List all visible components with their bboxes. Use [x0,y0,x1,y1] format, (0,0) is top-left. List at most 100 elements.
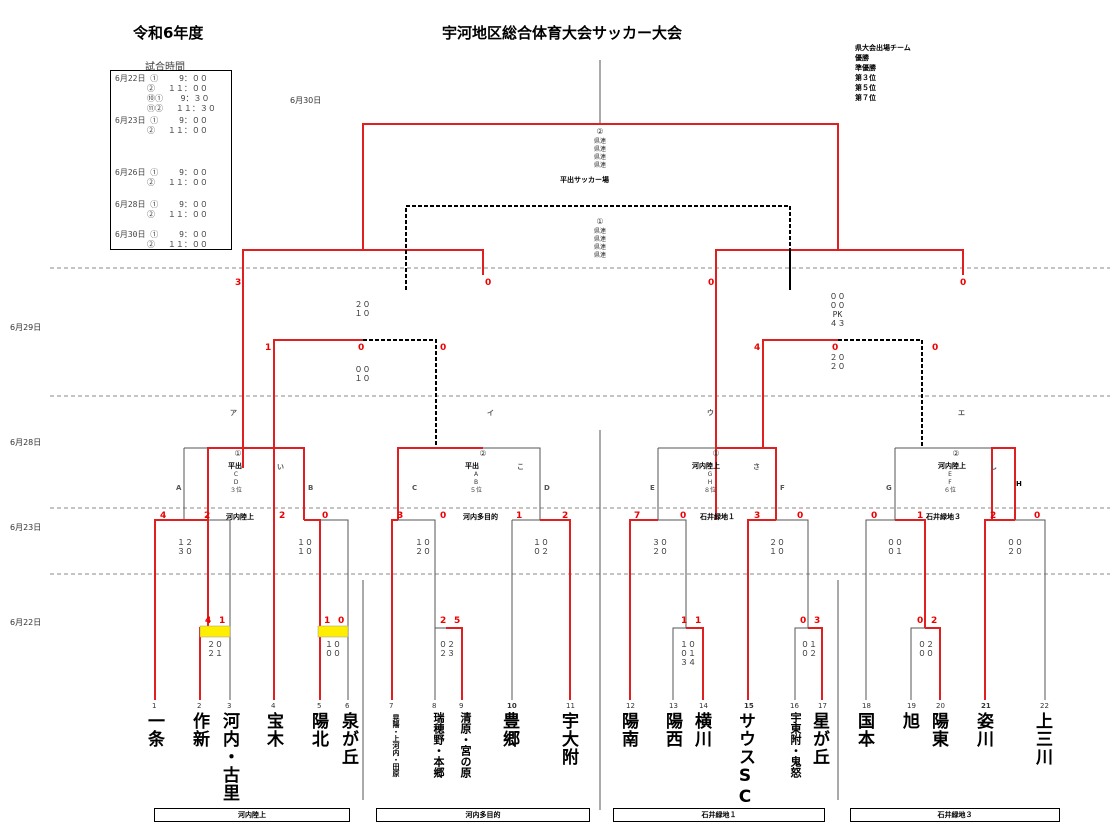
score-detail: ０２ ００ [918,640,934,658]
legend-row: 6月26日 ① 9：００ [115,168,208,177]
score: 3 [397,511,404,521]
team-number: 4 [271,702,276,710]
seat-label: E [650,484,655,492]
final-match-number: ② [596,127,604,136]
match-detail: G H ８位 [703,471,716,494]
team-name: 清原・宮の原 [459,712,472,778]
team-number: 21 [981,702,991,710]
team-name: 上三川 [1032,712,1052,766]
team-number: 19 [907,702,916,710]
key-line: 準優勝 [855,64,876,72]
team-name: 横川 [691,712,711,748]
score: 2 [562,511,569,521]
date-label: 6月29日 [10,323,42,332]
team-name: 星が丘 [809,712,829,766]
score-detail: ２０ １０ [354,300,371,318]
team-number: 15 [744,702,754,710]
score: 0 [322,511,329,521]
round2-venue: 石井緑地１ [700,513,735,521]
score-detail: ２０ １０ [769,538,785,556]
score: 0 [440,343,447,353]
final-bracket-left [242,123,600,468]
team-number: 10 [507,702,517,710]
team-name: 瑞穂野・本郷 [432,712,445,778]
legend-row: 6月30日 ① 9：００ [115,230,208,239]
seat-label: こ [517,463,524,471]
score: 4 [205,616,212,626]
team-number: 12 [626,702,635,710]
team-number: 3 [227,702,232,710]
score: 3 [754,511,761,521]
seat-label: エ [958,409,965,417]
score: 1 [219,616,226,626]
score-detail: ０２ ２３ [439,640,455,658]
third-place-bracket [405,205,791,290]
team-name: 陽北 [308,712,328,748]
score: 2 [204,511,211,521]
highlight-box [199,625,231,638]
seat-label: ウ [707,409,714,417]
legend-heading: 試合時間 [145,62,185,73]
team-number: 14 [699,702,708,710]
score: 1 [265,343,272,353]
key-line: 優勝 [855,54,869,62]
team-number: 22 [1040,702,1049,710]
legend-row: ② １１：００ [115,126,208,135]
score: 0 [708,278,715,288]
score-detail: ０１ ０２ [801,640,817,658]
seat-label: ア [230,409,237,417]
score: 1 [917,511,924,521]
seat-label: い [277,463,284,471]
key-line: 県大会出場チーム [855,44,911,52]
legend-row: 6月23日 ① 9：００ [115,116,208,125]
team-name: 陽東 [928,712,948,748]
team-name: サウスSC [735,712,755,808]
seat-label: C [412,484,418,492]
team-name: 泉が丘 [338,712,358,766]
legend-row: ⑪② １１：３０ [115,104,216,113]
match-number: ① [712,449,720,458]
seat-label: G [886,484,892,492]
team-name: 宝木 [263,712,283,748]
match-venue: 平出 [465,462,479,470]
team-number: 1 [152,702,157,710]
score: 2 [990,511,997,521]
legend-row: ② １１：００ [115,210,208,219]
legend-row: ② １１：００ [115,84,208,93]
team-name: 陽南 [618,712,638,748]
round2-venue: 河内多目的 [463,513,498,521]
team-number: 13 [669,702,678,710]
team-number: 2 [197,702,202,710]
score: 0 [1034,511,1041,521]
score: 1 [324,616,331,626]
score: 2 [440,616,447,626]
final-detail: 県連 県連 県連 県連 [593,138,606,169]
score-detail: １０ ００ [325,640,341,658]
score: 0 [680,511,687,521]
score: 0 [832,343,839,353]
seat-label: F [780,484,785,492]
team-name: 宇東附・鬼怒 [789,712,802,778]
seat-label: A [176,484,182,492]
score: 5 [454,616,461,626]
score: 0 [917,616,924,626]
key-line: 第７位 [855,94,876,102]
team-name: 陽西 [662,712,682,748]
score-detail: １０ １０ [297,538,313,556]
highlight-box [317,625,349,638]
team-number: 6 [345,702,350,710]
team-number: 8 [432,702,437,710]
team-number: 16 [790,702,799,710]
score-detail: ００ ２０ [1007,538,1023,556]
date-label-final: 6月30日 [290,96,322,105]
seat-label: D [544,484,550,492]
score: 1 [516,511,523,521]
legend-row: ⑩① 9：３０ [115,94,210,103]
venue-box: 河内陸上 [154,808,350,822]
score: 0 [338,616,345,626]
seat-label: し [990,463,997,471]
team-name: 一条 [144,712,164,748]
team-number: 7 [389,702,394,710]
score-detail: １２ ３０ [177,538,193,556]
legend-row: 6月22日 ① 9：００ [115,74,208,83]
